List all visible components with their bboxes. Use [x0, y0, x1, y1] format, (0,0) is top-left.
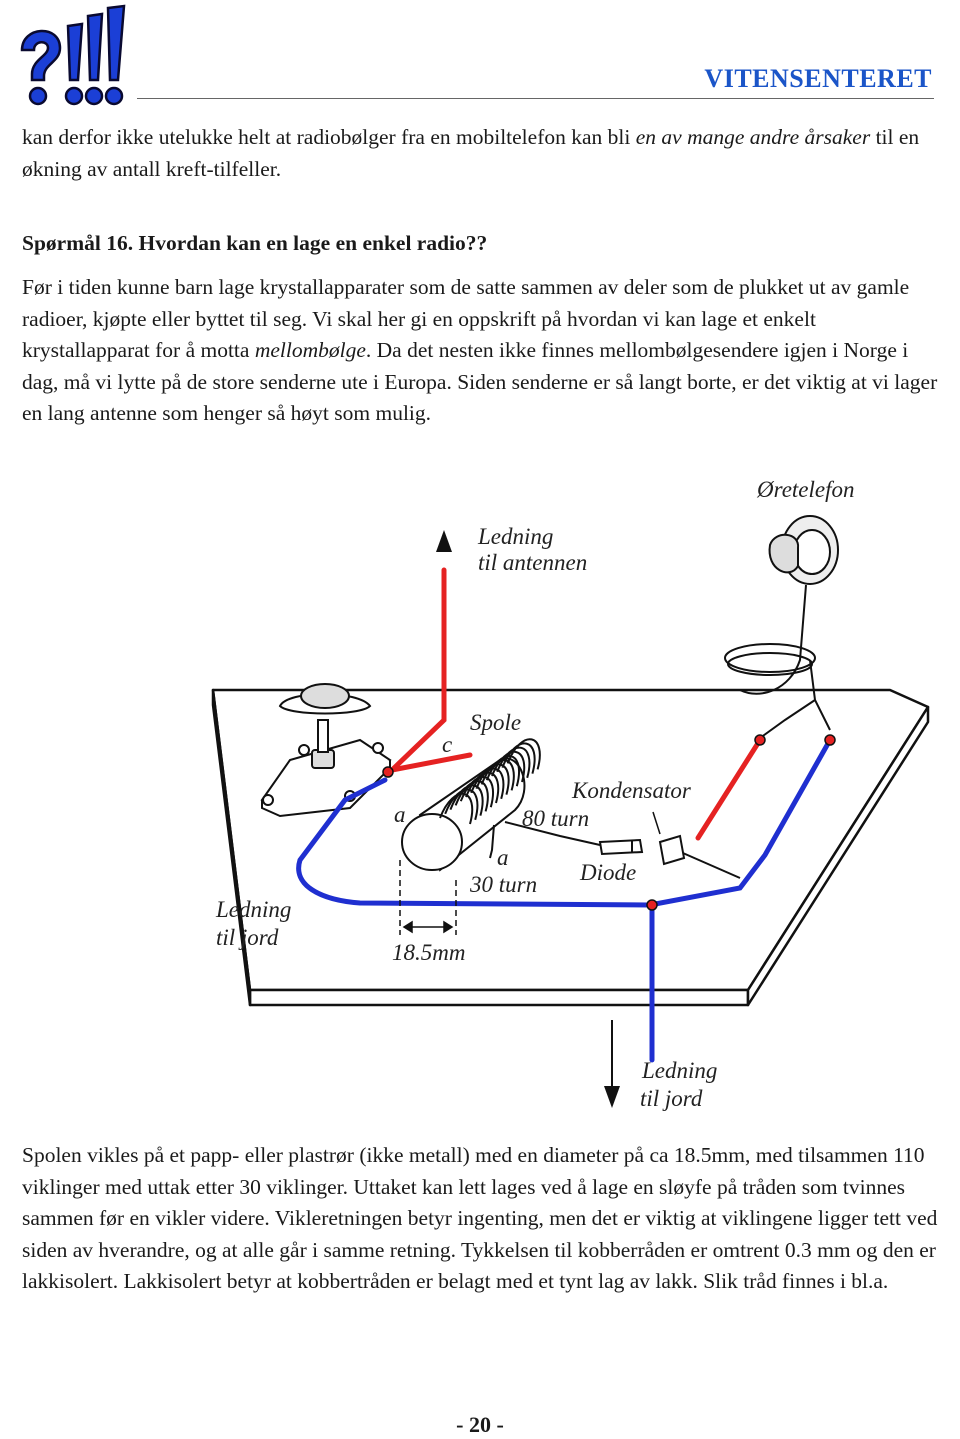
body-text-a: Før i tiden kunne barn lage krystallappa…: [22, 275, 910, 362]
brand-title: VITENSENTERET: [704, 64, 932, 93]
black-wires: [489, 584, 831, 879]
tap-a-label-2: a: [497, 845, 509, 870]
intro-text-a: kan derfor ikke utelukke helt at radiobø…: [22, 125, 636, 149]
crystal-radio-diagram: Øretelefon Ledning til antennen Spole c …: [211, 477, 930, 1111]
ground-label-2-line1: Ledning: [641, 1058, 717, 1083]
turns-80-label: 80 turn: [522, 806, 589, 831]
tap-a-label-1: a: [394, 802, 406, 827]
diode-label: Diode: [579, 860, 636, 885]
diameter-label: 18.5mm: [392, 940, 465, 965]
wooden-board: [211, 688, 930, 1007]
earphone: [768, 515, 839, 585]
diode: [598, 838, 644, 856]
ground-arrow: [604, 1020, 620, 1108]
intro-paragraph: kan derfor ikke utelukke helt at radiobø…: [22, 122, 942, 185]
ground-label-2-line2: til jord: [640, 1086, 703, 1111]
coil-label: Spole: [470, 710, 521, 735]
turns-30-label: 30 turn: [469, 872, 537, 897]
coil: [401, 738, 541, 872]
red-wires: [389, 567, 763, 841]
coil-instructions-paragraph: Spolen vikles på et papp- eller plastrør…: [22, 1143, 938, 1293]
pins: [382, 734, 836, 911]
capacitor-label: Kondensator: [571, 778, 692, 803]
question-heading: Spørmål 16. Hvordan kan en lage en enkel…: [22, 231, 488, 255]
antenna-label-line2: til antennen: [478, 550, 587, 575]
tap-c-label: c: [442, 732, 452, 757]
header-rule: [137, 98, 934, 99]
earphone-label: Øretelefon: [756, 477, 855, 502]
antenna-arrow: [436, 530, 452, 552]
body-paragraph: Før i tiden kunne barn lage krystallappa…: [22, 272, 942, 430]
ground-label-1-line2: til jord: [216, 925, 279, 950]
body-text-b: . Da det nesten ikke finnes mellombølges…: [22, 338, 938, 425]
vitensenteret-logo: [20, 4, 126, 106]
antenna-label-line1: Ledning: [477, 524, 553, 549]
body-text-em: mellombølge: [254, 338, 366, 362]
capacitor: [658, 834, 686, 866]
ground-label-1-line1: Ledning: [215, 897, 291, 922]
diameter-dimension: [399, 811, 661, 935]
intro-text-em: en av mange andre årsaker: [635, 125, 871, 149]
intro-text-b: til en økning av antall kreft-tilfeller.: [22, 125, 920, 181]
page-number: - 20 -: [456, 1412, 504, 1437]
